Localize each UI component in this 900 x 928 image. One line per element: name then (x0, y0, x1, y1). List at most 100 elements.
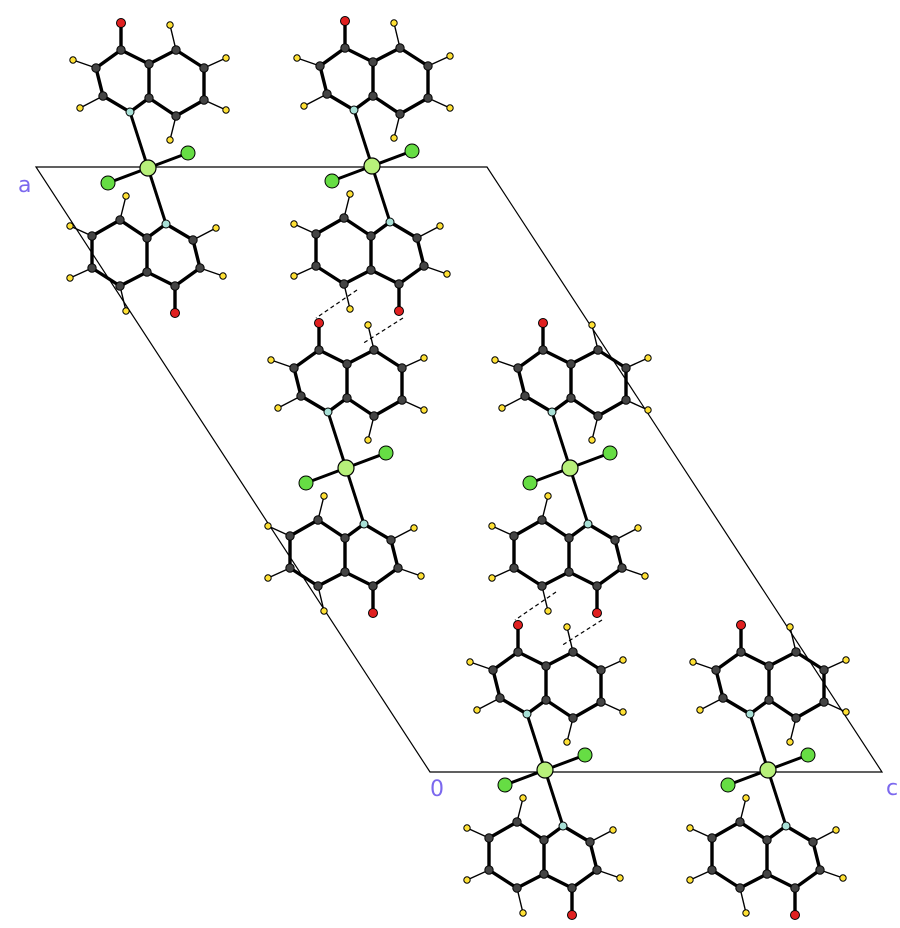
oxygen-atom (736, 620, 746, 630)
nitrogen-atom (547, 407, 557, 417)
carbon-atom (566, 359, 576, 369)
covalent-bond (545, 698, 574, 720)
nitrogen-atom (161, 219, 171, 229)
chlorine-atom (180, 145, 196, 161)
hydrogen-atom (390, 134, 398, 142)
carbon-atom (195, 263, 205, 273)
carbon-atom (568, 647, 578, 657)
covalent-bond (768, 650, 797, 668)
zinc-atom (536, 761, 554, 779)
zncl2-complex (264, 318, 428, 618)
carbon-atom (171, 111, 181, 121)
carbon-atom (188, 235, 198, 245)
nitrogen-atom (323, 407, 333, 417)
carbon-atom (617, 563, 627, 573)
carbon-atom (762, 869, 772, 879)
carbon-atom (340, 43, 350, 53)
covalent-bond (175, 98, 205, 118)
hydrogen-atom (786, 738, 794, 746)
oxygen-atom (592, 608, 602, 618)
hydrogen-atom (264, 522, 272, 530)
carbon-atom (790, 883, 800, 893)
nitrogen-atom (781, 821, 791, 831)
chlorine-atom (378, 445, 394, 461)
hydrogen-atom (320, 607, 328, 615)
hydrogen-atom (417, 572, 425, 580)
hydrogen-atom (488, 574, 496, 582)
nitrogen-atom (745, 709, 755, 719)
oxygen-atom (567, 910, 577, 920)
carbon-atom (707, 833, 717, 843)
hydrogen-atom (742, 909, 750, 917)
hydrogen-atom (686, 876, 694, 884)
covalent-bond (346, 348, 375, 366)
zn-n-bond (344, 467, 366, 525)
hydrogen-atom (166, 21, 174, 29)
carbon-atom (488, 665, 498, 675)
oxygen-atom (368, 608, 378, 618)
covalent-bond (492, 650, 519, 672)
carbon-atom (596, 697, 606, 707)
covalent-bond (318, 348, 348, 366)
covalent-bond (344, 570, 374, 588)
carbon-atom (567, 883, 577, 893)
zn-n-bond (550, 411, 572, 469)
hydrogen-atom (463, 876, 471, 884)
nitrogen-atom (385, 217, 395, 227)
hydrogen-atom (364, 321, 372, 329)
carbon-atom (91, 63, 101, 73)
covalent-bond (318, 65, 329, 95)
chlorine-atom (602, 445, 618, 461)
carbon-atom (397, 395, 407, 405)
carbon-atom (520, 391, 530, 401)
carbon-atom (115, 215, 125, 225)
chlorine-atom (100, 175, 116, 191)
carbon-atom (419, 261, 429, 271)
carbon-atom (397, 363, 407, 373)
hydrogen-atom (293, 54, 301, 62)
covalent-bond (372, 94, 401, 116)
hydrogen-atom (290, 220, 298, 228)
covalent-bond (415, 237, 426, 267)
hydrogen-bond (560, 619, 603, 647)
covalent-bond (292, 367, 303, 397)
carbon-atom (340, 533, 350, 543)
covalent-bond (191, 239, 202, 269)
hydrogen-atom (563, 738, 571, 746)
covalent-bond (587, 522, 616, 542)
covalent-bond (119, 270, 148, 288)
hydrogen-atom (544, 607, 552, 615)
covalent-bond (588, 841, 599, 871)
covalent-bond (363, 522, 392, 542)
carbon-atom (509, 531, 519, 541)
hydrogen-bond (514, 591, 557, 621)
hydrogen-bonds (315, 289, 603, 647)
covalent-bond (289, 566, 319, 588)
carbon-atom (368, 91, 378, 101)
covalent-bond (739, 820, 768, 842)
hydrogen-atom (166, 136, 174, 144)
covalent-bond (174, 266, 201, 288)
hydrogen-atom (219, 272, 227, 280)
covalent-bond (570, 396, 599, 418)
carbon-atom (322, 89, 332, 99)
carbon-atom (764, 695, 774, 705)
hydrogen-atom (66, 274, 74, 282)
hydrogen-atom (222, 54, 230, 62)
carbon-atom (711, 665, 721, 675)
oxygen-atom (513, 620, 523, 630)
hydrogen-atom (364, 436, 372, 444)
covalent-bond (572, 700, 602, 720)
carbon-atom (144, 93, 154, 103)
covalent-bond (570, 348, 599, 366)
hydrogen-atom (696, 706, 704, 714)
covalent-bond (795, 700, 825, 720)
covalent-bond (542, 348, 572, 366)
hydrogen-atom (544, 492, 552, 500)
hydrogen-atom (641, 572, 649, 580)
zn-n-bond (543, 769, 565, 827)
carbon-atom (819, 665, 829, 675)
zn-n-bond (128, 111, 150, 169)
covalent-bond (389, 220, 418, 240)
covalent-bond (289, 518, 319, 538)
